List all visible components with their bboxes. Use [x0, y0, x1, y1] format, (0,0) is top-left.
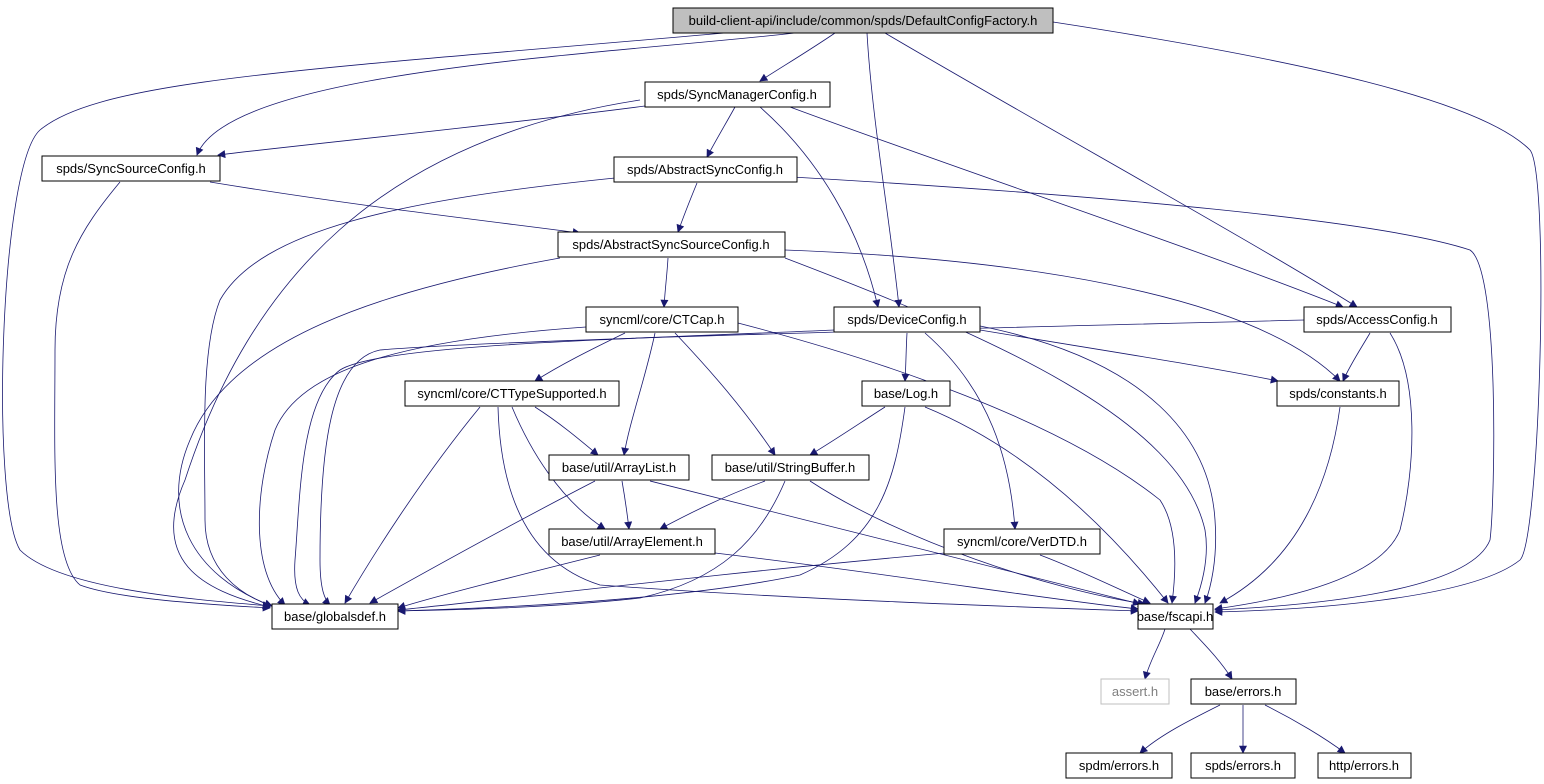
edge — [204, 177, 616, 608]
edge — [714, 552, 1139, 613]
node-label: http/errors.h — [1329, 758, 1399, 773]
edge — [54, 181, 271, 612]
node-sync-manager-config[interactable]: spds/SyncManagerConfig.h — [644, 81, 831, 108]
edge — [791, 176, 1495, 614]
edge — [809, 406, 886, 456]
edge — [809, 480, 1146, 607]
edge — [706, 106, 736, 158]
node-ct-type-supported[interactable]: syncml/core/CTTypeSupported.h — [404, 380, 620, 407]
edge — [784, 249, 1341, 382]
edge — [1139, 704, 1221, 754]
edge — [1264, 704, 1346, 754]
edge — [924, 406, 1169, 604]
node-label: base/Log.h — [874, 386, 938, 401]
edge — [534, 406, 599, 456]
node-spds-errors[interactable]: spds/errors.h — [1190, 752, 1296, 779]
edge — [209, 181, 581, 237]
node-label: base/util/ArrayElement.h — [561, 534, 703, 549]
edge — [621, 332, 656, 456]
edge — [1189, 628, 1233, 680]
node-label: spds/AccessConfig.h — [1316, 312, 1437, 327]
edge — [660, 257, 669, 308]
node-label: spds/AbstractSyncSourceConfig.h — [572, 237, 769, 252]
edge — [737, 322, 1177, 604]
node-label: base/errors.h — [1205, 684, 1282, 699]
edge — [884, 32, 1358, 308]
edge — [397, 552, 946, 614]
node-label: spds/constants.h — [1289, 386, 1387, 401]
node-array-list[interactable]: base/util/ArrayList.h — [548, 454, 690, 481]
edge — [173, 99, 641, 610]
edge — [924, 332, 1019, 530]
node-label: spdm/errors.h — [1079, 758, 1159, 773]
node-base-errors[interactable]: base/errors.h — [1190, 678, 1297, 705]
edge — [1342, 332, 1371, 382]
node-string-buffer[interactable]: base/util/StringBuffer.h — [711, 454, 870, 481]
edge — [178, 257, 561, 608]
edge — [1214, 332, 1413, 612]
edge — [497, 406, 1139, 615]
node-label: spds/DeviceConfig.h — [847, 312, 966, 327]
node-abstract-sync-config[interactable]: spds/AbstractSyncConfig.h — [613, 156, 798, 183]
edge — [195, 32, 796, 156]
edge — [866, 32, 903, 308]
node-label: spds/errors.h — [1205, 758, 1281, 773]
dependency-edges — [2, 21, 1542, 754]
edge — [789, 106, 1344, 309]
node-array-element[interactable]: base/util/ArrayElement.h — [548, 528, 716, 555]
node-label: spds/AbstractSyncConfig.h — [627, 162, 783, 177]
node-label: syncml/core/VerDTD.h — [957, 534, 1087, 549]
node-fscapi[interactable]: base/fscapi.h — [1137, 603, 1214, 630]
header-file-nodes: build-client-api/include/common/spds/Def… — [41, 7, 1452, 779]
node-assert[interactable]: assert.h — [1100, 678, 1170, 705]
edge — [258, 326, 587, 606]
edge — [674, 332, 776, 456]
edge — [676, 182, 698, 233]
edge — [759, 106, 881, 308]
node-label: base/util/StringBuffer.h — [725, 460, 856, 475]
edge — [217, 105, 646, 159]
node-label: spds/SyncSourceConfig.h — [56, 161, 206, 176]
edge — [511, 406, 606, 530]
node-spdm-errors[interactable]: spdm/errors.h — [1065, 752, 1173, 779]
edge — [1039, 554, 1151, 604]
edge — [534, 332, 626, 382]
edge — [344, 406, 481, 604]
node-label: base/fscapi.h — [1137, 609, 1214, 624]
node-sync-source-config[interactable]: spds/SyncSourceConfig.h — [41, 155, 221, 182]
node-access-config[interactable]: spds/AccessConfig.h — [1303, 306, 1452, 333]
node-globalsdef[interactable]: base/globalsdef.h — [271, 603, 399, 630]
node-label: syncml/core/CTTypeSupported.h — [417, 386, 606, 401]
edge — [759, 32, 836, 82]
edge — [901, 332, 910, 382]
node-root-header[interactable]: build-client-api/include/common/spds/Def… — [672, 7, 1054, 34]
node-log[interactable]: base/Log.h — [861, 380, 951, 407]
edge — [979, 325, 1216, 604]
edge — [397, 554, 601, 610]
node-label: base/globalsdef.h — [284, 609, 386, 624]
node-label: assert.h — [1112, 684, 1158, 699]
edge — [621, 480, 633, 530]
edge — [1052, 21, 1542, 616]
node-label: spds/SyncManagerConfig.h — [657, 87, 817, 102]
node-constants[interactable]: spds/constants.h — [1276, 380, 1400, 407]
node-abstract-sync-source-config[interactable]: spds/AbstractSyncSourceConfig.h — [557, 231, 786, 258]
node-label: base/util/ArrayList.h — [562, 460, 676, 475]
edge — [2, 32, 726, 610]
edge — [369, 480, 596, 604]
node-http-errors[interactable]: http/errors.h — [1317, 752, 1412, 779]
edge — [659, 480, 766, 530]
node-device-config[interactable]: spds/DeviceConfig.h — [833, 306, 981, 333]
node-ver-dtd[interactable]: syncml/core/VerDTD.h — [943, 528, 1101, 555]
edge — [979, 329, 1279, 384]
edge — [1219, 406, 1341, 604]
node-label: syncml/core/CTCap.h — [600, 312, 725, 327]
node-ctcap[interactable]: syncml/core/CTCap.h — [585, 306, 739, 333]
node-label: build-client-api/include/common/spds/Def… — [689, 13, 1038, 28]
edge — [397, 406, 906, 615]
edge — [397, 480, 786, 615]
edge — [1142, 628, 1166, 680]
